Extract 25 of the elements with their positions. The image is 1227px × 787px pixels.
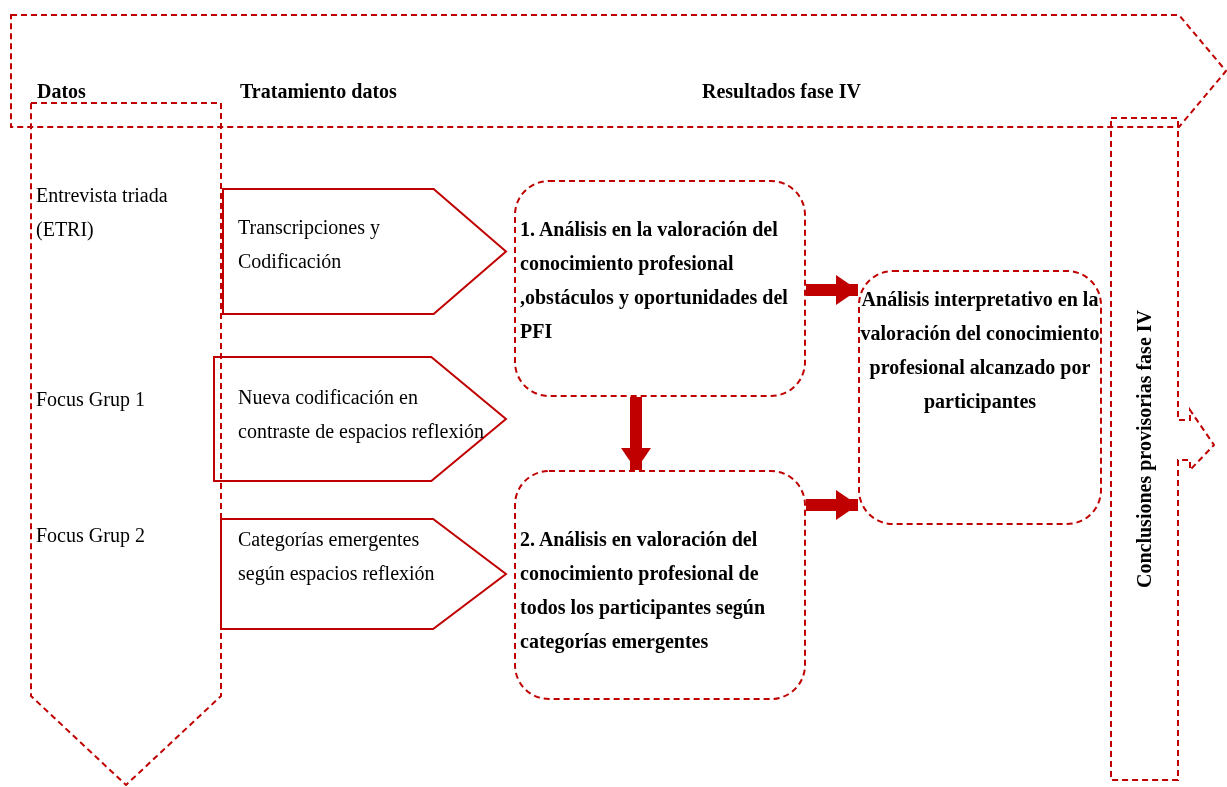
node-text: Transcripciones y Codificación [238, 215, 382, 274]
dashed-rounded-box [514, 180, 806, 397]
vertical-text: Conclusiones provisorias fase IV [1132, 310, 1157, 588]
node-text: 2. Análisis en valoración del conocimiento profesional de todos los participantes según categorías emergentes [520, 527, 767, 655]
column-header: Resultados fase IV [702, 79, 862, 104]
node-text: Focus Grup 2 [36, 523, 146, 549]
column-header: Tratamiento datos [240, 79, 398, 104]
block-arrow [806, 275, 858, 305]
node-text: Focus Grup 1 [36, 387, 146, 413]
node-text: Nueva codificación en contraste de espacios reflexión [238, 385, 485, 445]
pentagon-box [222, 188, 508, 315]
node-text: Entrevista triada (ETRI) [36, 183, 169, 243]
block-arrow [621, 397, 651, 470]
block-arrow [806, 490, 858, 520]
node-text: Categorías emergentes según espacios reflexión [238, 527, 436, 587]
node-text: 1. Análisis en la valoración del conocimiento profesional ,obstáculos y oportunidades del PFI [520, 217, 789, 344]
dashed-rounded-box [514, 470, 806, 700]
pentagon-box [220, 518, 508, 630]
column-header: Datos [37, 79, 87, 104]
dashed-column-panel [30, 102, 222, 786]
node-text: Análisis interpretativo en la valoración del conocimiento profesional alcanzado por participantes [860, 287, 1100, 415]
dashed-header-band [10, 14, 1227, 128]
dashed-side-panel [1110, 117, 1215, 781]
dashed-rounded-box [858, 270, 1102, 525]
pentagon-box [213, 356, 508, 482]
